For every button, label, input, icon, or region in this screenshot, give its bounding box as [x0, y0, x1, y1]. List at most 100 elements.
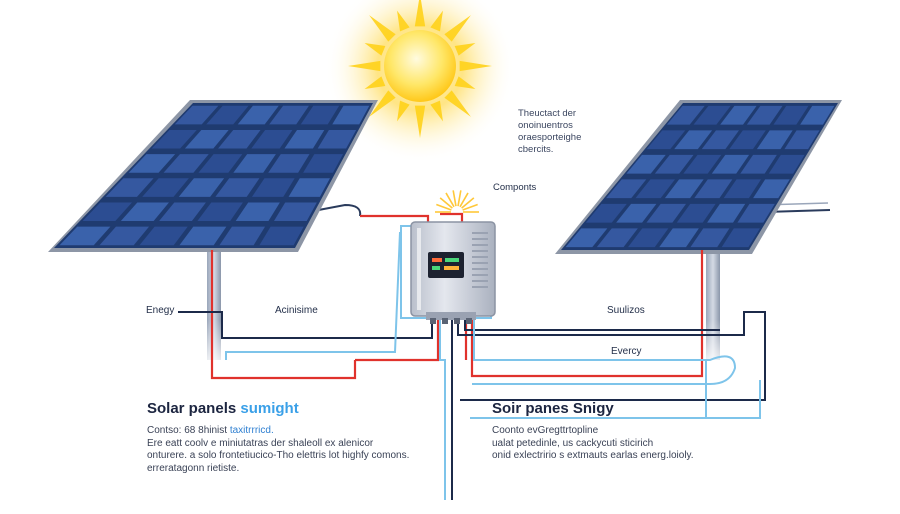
navy-wires [178, 311, 766, 500]
panel-cell [219, 226, 266, 246]
sun-ray [369, 90, 396, 117]
panel-cell [701, 130, 739, 150]
panel-cell [737, 203, 775, 223]
sun-ray [444, 90, 471, 117]
top-note-line: cbercits. [518, 144, 554, 155]
panel-cell [237, 105, 279, 125]
panel-cell [251, 178, 295, 197]
sun-ray [364, 76, 386, 89]
panel-cell [139, 226, 188, 246]
sun-ray [348, 60, 381, 72]
panel-cell [268, 154, 310, 173]
sun-ray [397, 100, 410, 122]
left-solar-panel [48, 100, 378, 252]
left-heading-accent: sumight [240, 400, 299, 417]
sun-ray [364, 43, 386, 56]
panel-cell [151, 129, 197, 149]
panel-cell [740, 154, 777, 174]
panel-cell [711, 154, 750, 174]
panel-cell [206, 105, 249, 125]
spark-ray [445, 192, 455, 208]
panel-cell [565, 228, 608, 248]
left-heading: Solar panels sumight [147, 400, 299, 417]
left-heading-main: Solar panels [147, 400, 241, 417]
panel-cell [128, 154, 176, 173]
spark-ray [457, 190, 462, 207]
panel-cell [707, 203, 746, 223]
panel-cell [628, 228, 669, 248]
top-note-line: Theuctact der [518, 108, 577, 119]
panel-cell [646, 130, 686, 150]
panel-cell [596, 228, 638, 248]
panel-cell [99, 226, 150, 246]
panel-cell [269, 105, 309, 125]
sun-ray [430, 100, 443, 122]
panel-cell [159, 202, 206, 222]
label-energy-left: Enegy [146, 305, 175, 316]
panel-cell [683, 154, 722, 174]
panel-cell [105, 178, 154, 197]
panel-cell [626, 154, 666, 174]
panel-cell [215, 178, 260, 197]
label-components: Componts [493, 182, 537, 193]
panel-cell [179, 226, 227, 246]
sun-ray [414, 0, 426, 27]
sun-ray [369, 15, 396, 42]
left-paragraph-line: onturere. a solo frontetiucico-Tho elett… [147, 450, 410, 461]
panel-cell [693, 105, 731, 125]
panel-cell [756, 130, 793, 150]
panel-cell [251, 129, 293, 149]
panel-cell [259, 226, 304, 246]
panel-cell [773, 105, 809, 125]
spark-ray [459, 192, 469, 208]
sun-rays [348, 0, 492, 138]
label-evercy: Evercy [611, 346, 642, 357]
top-note-line: onoinuentros [518, 120, 573, 131]
panel-cell [317, 129, 357, 149]
panel-cell [654, 154, 694, 174]
right-paragraph-line: Coonto evGregttrtopline [492, 425, 599, 436]
sun-ray [397, 10, 410, 32]
panel-cell [674, 130, 713, 150]
left-paragraph-line: Ere eatt coolv e miniutatras der shaleol… [147, 437, 374, 449]
sun-ray [444, 15, 471, 42]
panel-cell [233, 154, 276, 173]
panel-cell [174, 105, 219, 125]
spark-ray [452, 190, 457, 207]
panel-cell [753, 179, 790, 199]
right-heading: Soir panes Snigy [492, 400, 614, 417]
panel-cell [720, 105, 757, 125]
panel-cell [300, 105, 340, 125]
panel-cell [635, 179, 675, 199]
panel-cell [746, 105, 783, 125]
panel-cell [273, 202, 317, 222]
panel-cell [585, 203, 627, 223]
panel-cell [332, 105, 370, 125]
left-paragraph: Contso: 68 8hinist taxitrrricd. Ere eatt… [147, 425, 409, 475]
spark-ray [436, 203, 452, 211]
panel-cell [690, 228, 730, 248]
panel-cell [729, 130, 766, 150]
panel-cell [184, 129, 229, 149]
sun-ray [459, 60, 492, 72]
red-wires [210, 212, 704, 380]
panel-cell [142, 178, 189, 197]
panel-cell [694, 179, 733, 199]
inverter [400, 221, 496, 324]
inverter-display [428, 252, 464, 278]
panel-cell [284, 129, 325, 149]
panel-cell [59, 226, 111, 246]
left-line1-prefix: Contso: 68 8hinist [147, 425, 230, 436]
spark-ray [461, 197, 475, 209]
panel-cell [606, 179, 647, 199]
panel-cell [616, 203, 657, 223]
spark-icon [435, 190, 479, 213]
panel-cell [659, 228, 699, 248]
left-line1-highlight: taxitrrricd. [229, 425, 274, 436]
panel-cell [235, 202, 280, 222]
panel-cell [303, 154, 344, 173]
panel-cell [800, 105, 835, 125]
sun-icon [325, 0, 515, 163]
panel-cell [178, 178, 225, 197]
